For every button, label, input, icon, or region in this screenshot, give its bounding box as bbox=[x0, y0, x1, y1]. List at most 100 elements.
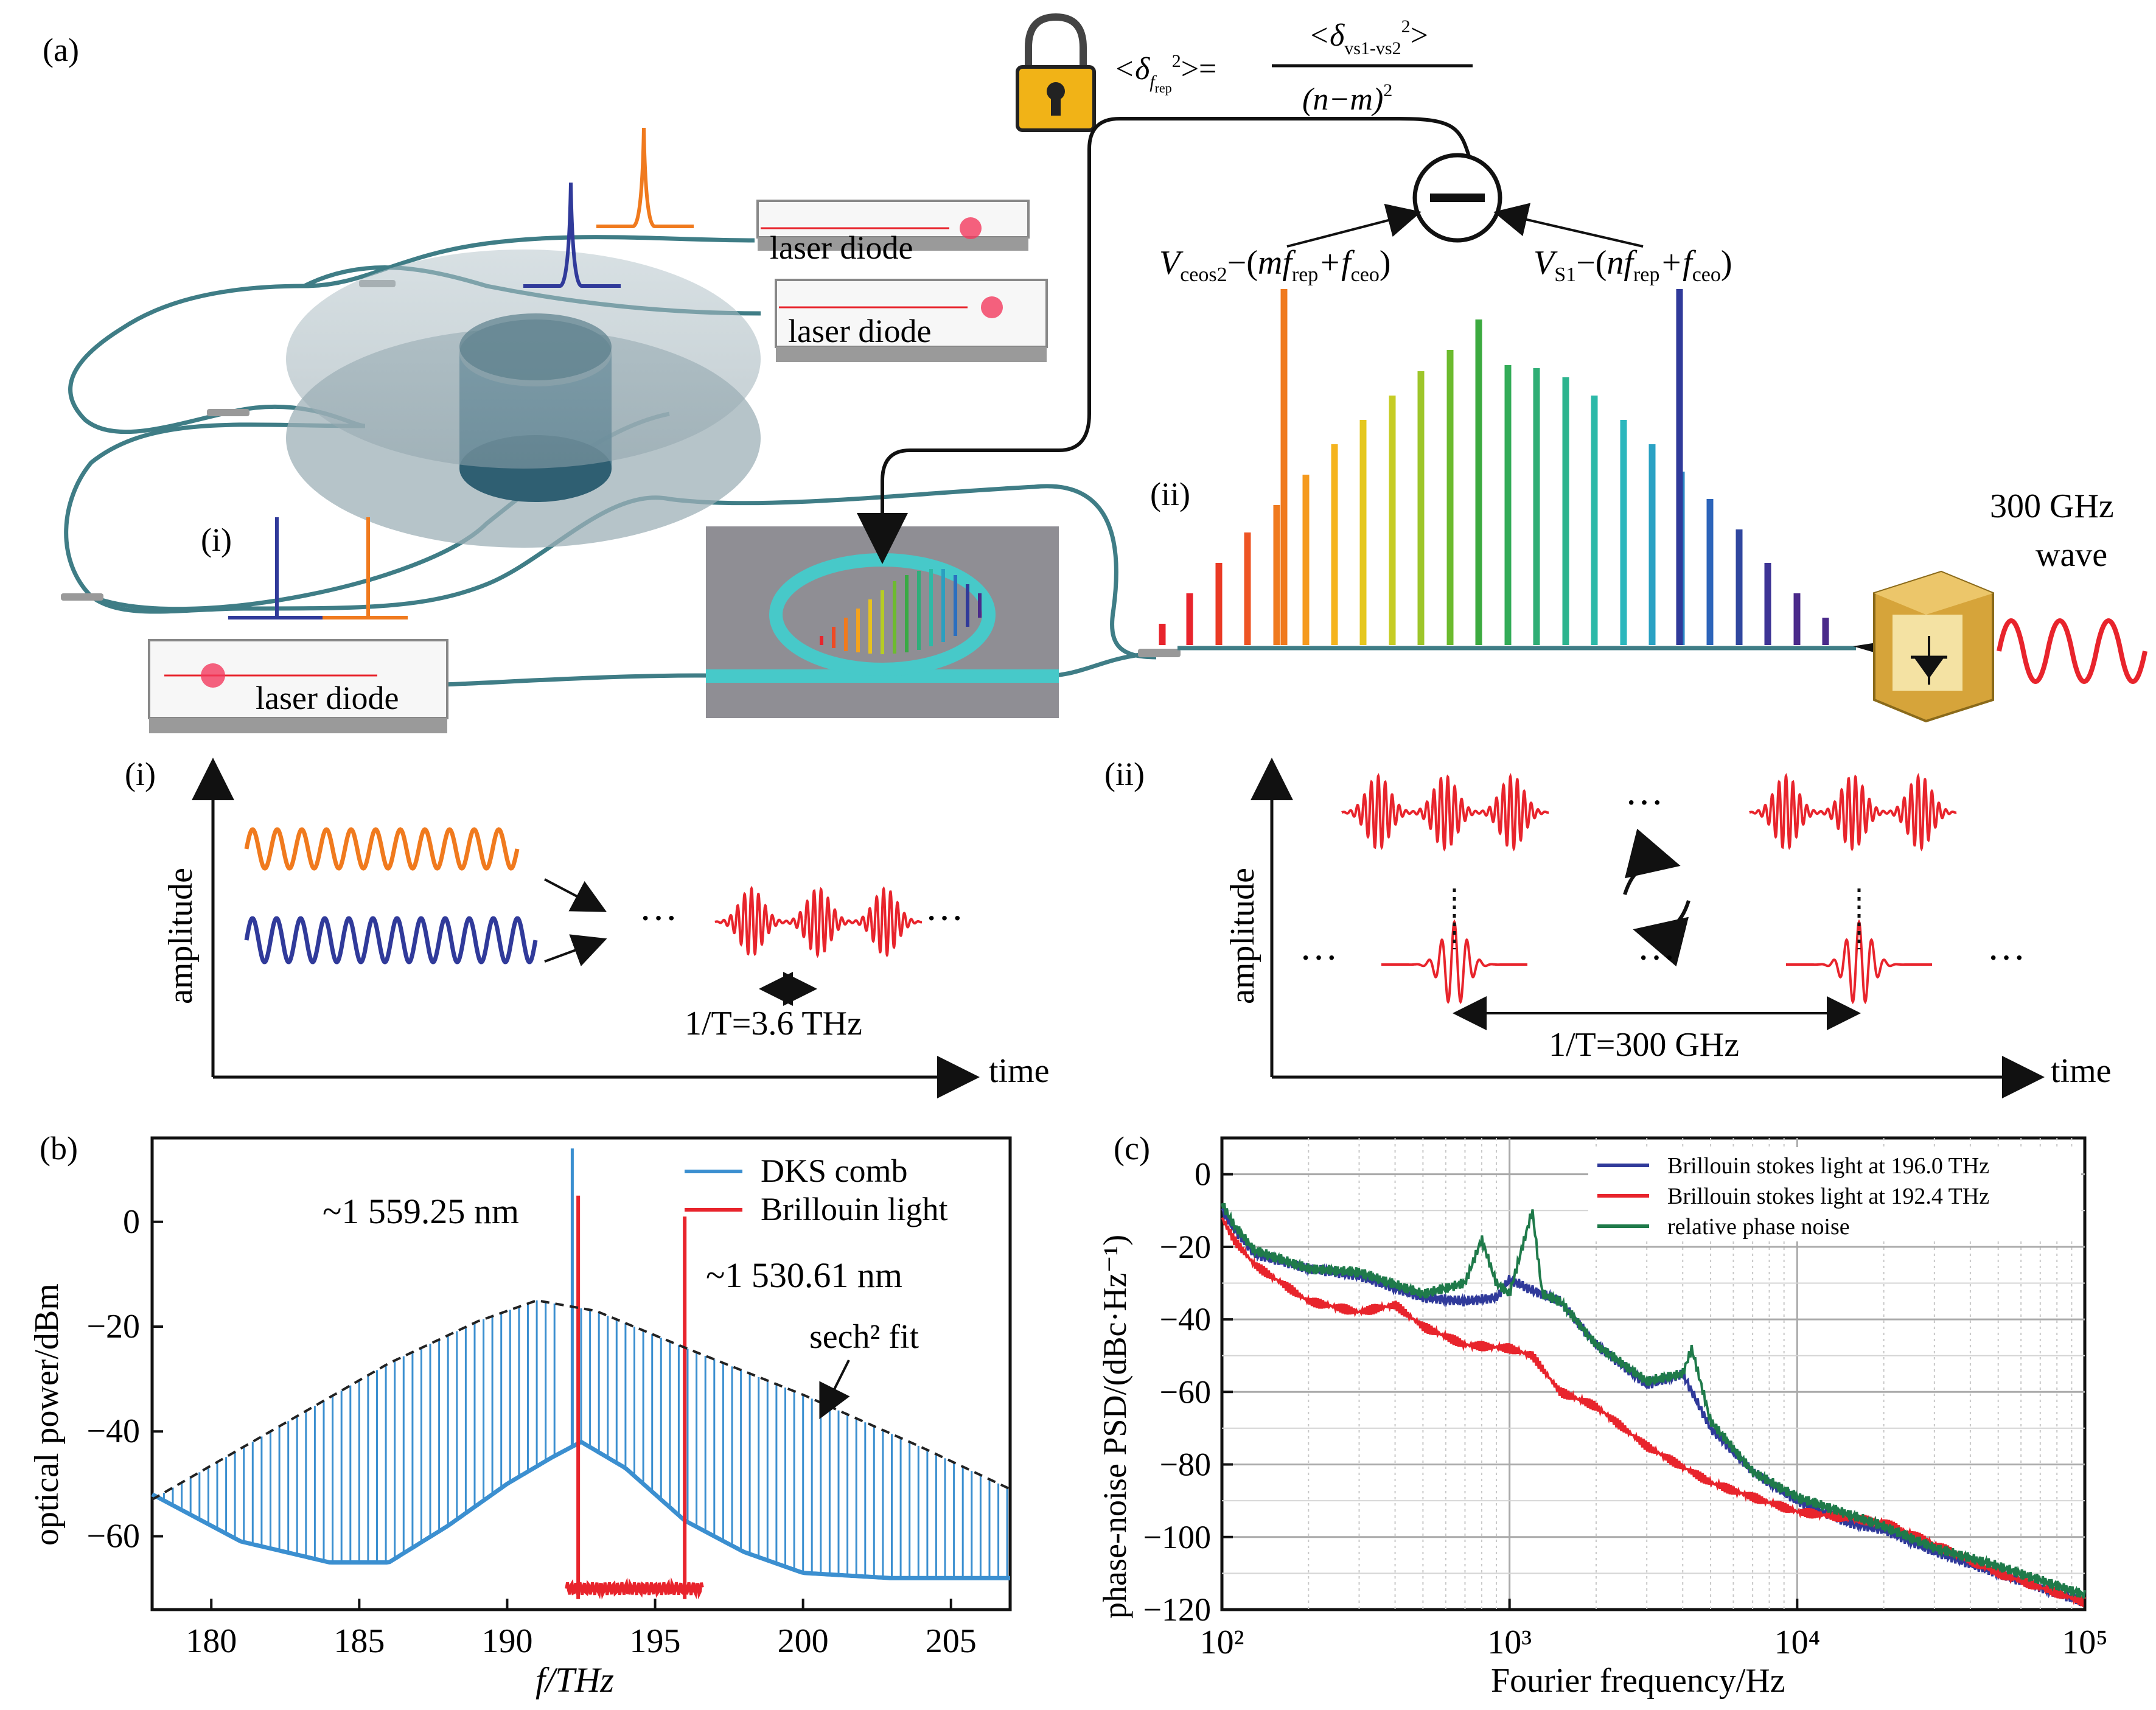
annotation-sech2: sech² fit bbox=[809, 1318, 919, 1356]
y-tick-label: 0 bbox=[1195, 1156, 1211, 1193]
time-panel-i: (i) amplitude time ··· ··· 1/T=3.6 THz bbox=[125, 756, 1050, 1098]
beat-label-left: Vceos2−(mfrep+fceo) bbox=[1159, 244, 1391, 286]
feedback-path bbox=[857, 117, 1471, 564]
period-label-ii: 1/T=300 GHz bbox=[1549, 1026, 1739, 1064]
y-axis-label: amplitude bbox=[162, 868, 200, 1004]
section-label-i: (i) bbox=[201, 522, 232, 558]
laser-diode-label: laser diode bbox=[256, 680, 399, 716]
pulse-train-i bbox=[714, 885, 922, 958]
wave-word-label: wave bbox=[2036, 536, 2107, 574]
svg-text:(n−m)2: (n−m)2 bbox=[1302, 80, 1392, 117]
legend-c-192: Brillouin stokes light at 192.4 THz bbox=[1667, 1184, 1989, 1209]
laser-diode-middle: laser diode bbox=[775, 279, 1048, 362]
x-tick-label: 180 bbox=[186, 1622, 237, 1660]
panel-c-phase-noise: (c) 10² 10³ 10⁴ 10⁵ 0 −20 −40 −60 −80 −100 −120 ph… bbox=[1097, 1130, 2108, 1700]
laser-diode-label: laser diode bbox=[770, 229, 913, 266]
pump-lines-icon bbox=[228, 127, 694, 619]
x-tick-label: 10² bbox=[1200, 1624, 1244, 1661]
x-axis-label: time bbox=[989, 1052, 1050, 1090]
y-tick-label: −20 bbox=[86, 1308, 140, 1345]
panel-label-b: (b) bbox=[40, 1130, 78, 1167]
panel-label-c: (c) bbox=[1114, 1130, 1150, 1167]
legend-b-brillouin: Brillouin light bbox=[761, 1191, 948, 1227]
chart-b-xlabel: f/THz bbox=[536, 1660, 614, 1700]
beat-label-right: VS1−(nfrep+fceo) bbox=[1533, 244, 1732, 286]
ellipsis-left: ··· bbox=[1299, 936, 1338, 979]
pulse-train-ii-left bbox=[1341, 773, 1549, 852]
annotation-1559: ~1 559.25 nm bbox=[323, 1192, 519, 1231]
pulse-train-ii-right bbox=[1749, 773, 1957, 852]
ellipsis-top: ··· bbox=[1625, 781, 1664, 824]
chart-c-ticks: 10² 10³ 10⁴ 10⁵ 0 −20 −40 −60 −80 −100 −120 bbox=[1143, 1156, 2108, 1661]
brillouin-floor-line bbox=[565, 1577, 704, 1600]
microresonator-chip bbox=[706, 526, 1059, 718]
x-tick-label: 10⁴ bbox=[1774, 1624, 1821, 1661]
x-tick-label: 185 bbox=[333, 1622, 385, 1660]
chart-b-marks bbox=[151, 1148, 1011, 1600]
y-tick-label: −40 bbox=[1160, 1301, 1211, 1338]
x-tick-label: 190 bbox=[481, 1622, 532, 1660]
svg-text:<δvs1-vs22>: <δvs1-vs22> bbox=[1308, 16, 1428, 58]
cycle-arrows-icon bbox=[1623, 828, 1690, 967]
phase-noise-line bbox=[1221, 1202, 2086, 1599]
section-label-ii: (ii) bbox=[1104, 756, 1145, 792]
x-tick-label: 200 bbox=[778, 1622, 829, 1660]
ellipsis-right: ··· bbox=[925, 896, 964, 940]
subtractor-icon bbox=[1286, 153, 1644, 248]
wave-frequency-label: 300 GHz bbox=[1990, 487, 2114, 525]
y-tick-label: −120 bbox=[1143, 1591, 1211, 1628]
x-tick-label: 10³ bbox=[1487, 1624, 1532, 1661]
y-tick-label: −20 bbox=[1160, 1229, 1211, 1265]
single-pulse-left bbox=[1381, 919, 1527, 1005]
y-tick-label: −100 bbox=[1143, 1519, 1211, 1555]
chart-c-ylabel: phase-noise PSD/(dBc·Hz⁻¹) bbox=[1097, 1235, 1133, 1619]
sech2-fit-line bbox=[151, 1299, 1011, 1501]
x-tick-label: 10⁵ bbox=[2062, 1624, 2108, 1661]
svg-text:<δfrep2>=: <δfrep2>= bbox=[1114, 51, 1216, 96]
y-axis-label: amplitude bbox=[1224, 868, 1261, 1004]
chart-b-ylabel: optical power/dBm bbox=[28, 1283, 66, 1546]
ellipsis-mid: ··· bbox=[1637, 936, 1676, 979]
laser-diode-top: laser diode bbox=[756, 200, 1030, 266]
legend-c: Brillouin stokes light at 196.0 THz Bril… bbox=[1588, 1147, 2081, 1241]
single-pulse-right bbox=[1786, 919, 1932, 1005]
panel-a-schematic: (a) <δfrep2>= <δvs1-vs22> (n−m)2 bbox=[43, 13, 2147, 733]
frep-variance-formula: <δfrep2>= <δvs1-vs22> (n−m)2 bbox=[1114, 16, 1473, 117]
y-tick-label: −60 bbox=[1160, 1373, 1211, 1410]
panel-label-a: (a) bbox=[43, 32, 79, 68]
panel-b-spectrum: (b) 180 185 190 195 200 205 0 −20 −40 −60 optical… bbox=[28, 1130, 1012, 1700]
y-tick-label: −40 bbox=[86, 1412, 140, 1450]
x-tick-label: 195 bbox=[630, 1622, 681, 1660]
thz-wave-icon bbox=[1997, 618, 2147, 684]
orange-sine-wave bbox=[244, 827, 520, 871]
x-tick-label: 205 bbox=[926, 1622, 977, 1660]
annotation-1530: ~1 530.61 nm bbox=[706, 1255, 902, 1295]
laser-diode-label: laser diode bbox=[788, 313, 931, 349]
y-tick-label: 0 bbox=[123, 1203, 140, 1241]
plot-frame-b bbox=[150, 1136, 1012, 1611]
ellipsis-left: ··· bbox=[639, 896, 678, 940]
y-tick-label: −80 bbox=[1160, 1447, 1211, 1483]
y-tick-label: −60 bbox=[86, 1517, 140, 1555]
fiber-spool bbox=[286, 250, 761, 548]
time-panel-ii: (ii) amplitude time ··· ··· ··· ··· 1/T=… bbox=[1104, 756, 2112, 1098]
ellipsis-right: ··· bbox=[1987, 936, 2026, 979]
chart-b-ticks: 180 185 190 195 200 205 0 −20 −40 −60 bbox=[86, 1203, 976, 1660]
section-label-i: (i) bbox=[125, 756, 156, 792]
legend-b: DKS comb Brillouin light bbox=[685, 1153, 948, 1227]
legend-c-relative: relative phase noise bbox=[1667, 1214, 1850, 1240]
comb-lines bbox=[1159, 289, 1829, 645]
period-label-i: 1/T=3.6 THz bbox=[685, 1005, 862, 1042]
dks-floor-line bbox=[151, 1439, 1010, 1580]
x-axis-label: time bbox=[2051, 1052, 2112, 1090]
laser-diode-bottom: laser diode bbox=[148, 639, 448, 733]
legend-b-dks: DKS comb bbox=[761, 1153, 908, 1189]
section-label-ii: (ii) bbox=[1150, 476, 1190, 512]
chart-c-xlabel: Fourier frequency/Hz bbox=[1491, 1662, 1785, 1700]
legend-c-196: Brillouin stokes light at 196.0 THz bbox=[1667, 1153, 1989, 1179]
chart-c-marks bbox=[1221, 1202, 2086, 1607]
photodiode-icon bbox=[1853, 570, 1994, 723]
lock-icon bbox=[1016, 13, 1096, 132]
blue-sine-wave bbox=[244, 916, 538, 965]
